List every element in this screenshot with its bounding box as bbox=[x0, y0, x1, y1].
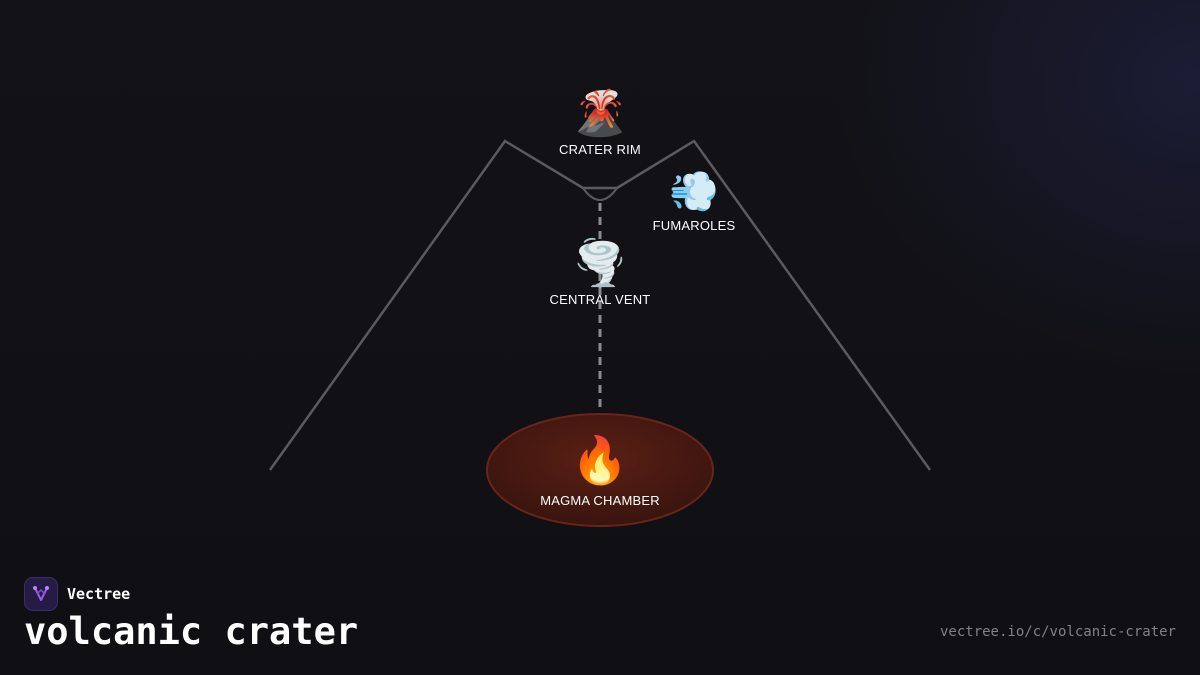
vectree-logo-icon bbox=[24, 577, 58, 611]
volcano-outline bbox=[268, 139, 932, 471]
node-fumaroles: 💨 FUMAROLES bbox=[653, 172, 736, 233]
magma-chamber-shape bbox=[486, 413, 714, 527]
tornado-icon: 🌪️ bbox=[572, 238, 628, 289]
magma-chamber-label: MAGMA CHAMBER bbox=[540, 493, 660, 508]
brand-name: Vectree bbox=[67, 585, 131, 603]
fire-icon: 🔥 bbox=[571, 433, 629, 487]
brand[interactable]: Vectree bbox=[24, 577, 130, 611]
page-url[interactable]: vectree.io/c/volcanic-crater bbox=[939, 624, 1176, 640]
node-central-vent: 🌪️ CENTRAL VENT bbox=[549, 238, 651, 308]
node-crater-rim: 🌋 CRATER RIM bbox=[559, 88, 641, 158]
crater-bowl bbox=[582, 187, 618, 201]
crater-rim-label: CRATER RIM bbox=[559, 142, 641, 157]
volcano-icon: 🌋 bbox=[572, 88, 628, 139]
central-vent-label: CENTRAL VENT bbox=[549, 292, 651, 307]
dash-wind-icon: 💨 bbox=[669, 169, 719, 215]
node-magma-chamber: 🔥 MAGMA CHAMBER bbox=[540, 437, 660, 508]
fumaroles-label: FUMAROLES bbox=[652, 218, 736, 233]
page-title: volcanic crater bbox=[24, 610, 359, 653]
